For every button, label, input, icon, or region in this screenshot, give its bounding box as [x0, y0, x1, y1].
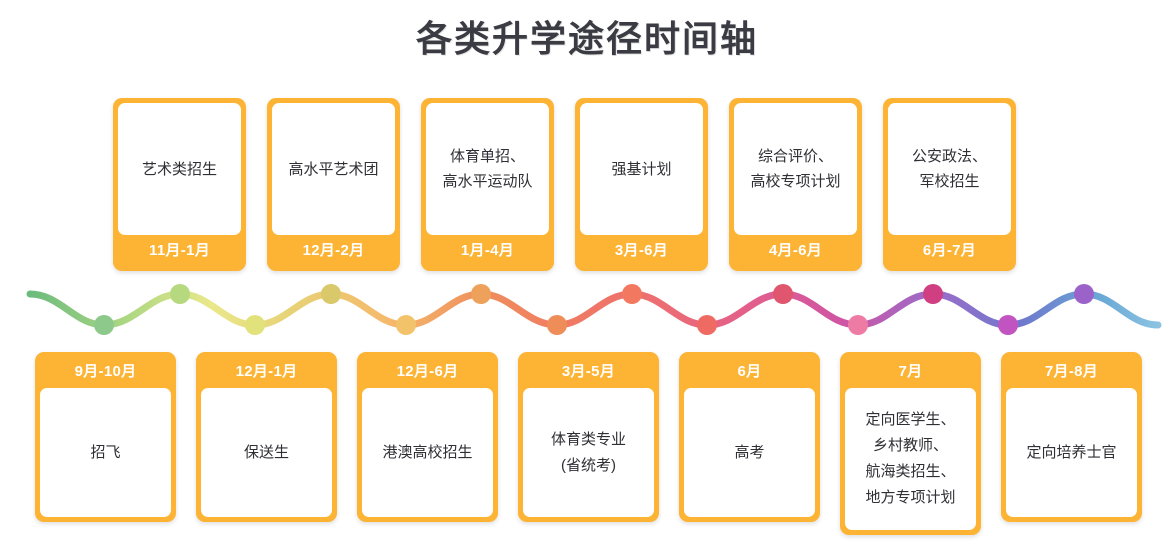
bottom-card-row: 9月-10月 招飞 12月-1月 保送生 12月-6月 港澳高校招生 3月-5月… [35, 352, 1142, 535]
card-body: 综合评价、 高校专项计划 [734, 103, 857, 235]
card-date: 12月-1月 [235, 363, 298, 380]
card-body: 港澳高校招生 [362, 388, 493, 517]
card-date: 6月-7月 [922, 242, 977, 259]
card-date: 3月-6月 [614, 242, 669, 259]
card-date: 9月-10月 [74, 363, 137, 380]
timeline-card[interactable]: 艺术类招生 11月-1月 [113, 98, 246, 271]
timeline-dot [471, 284, 491, 304]
wave-path [26, 290, 1162, 329]
card-body: 定向培养士官 [1006, 388, 1137, 517]
card-date: 12月-6月 [396, 363, 459, 380]
timeline-card[interactable]: 12月-6月 港澳高校招生 [357, 352, 498, 522]
card-date: 1月-4月 [460, 242, 515, 259]
card-label: 体育单招、 高水平运动队 [442, 148, 533, 190]
card-label: 艺术类招生 [141, 160, 217, 178]
timeline-dot [998, 315, 1018, 335]
card-date: 3月-5月 [561, 363, 616, 380]
card-label: 综合评价、 高校专项计划 [750, 148, 841, 190]
card-body: 保送生 [201, 388, 332, 517]
card-label: 港澳高校招生 [382, 443, 473, 461]
timeline-card[interactable]: 高水平艺术团 12月-2月 [267, 98, 400, 271]
card-body: 高水平艺术团 [272, 103, 395, 235]
card-body: 招飞 [40, 388, 171, 517]
timeline-dot [923, 284, 943, 304]
wave-svg [26, 284, 1162, 335]
card-body: 公安政法、 军校招生 [888, 103, 1011, 235]
page-title: 各类升学途径时间轴 [415, 18, 758, 59]
timeline-dot [396, 315, 416, 335]
timeline-card[interactable]: 公安政法、 军校招生 6月-7月 [883, 98, 1016, 271]
card-body: 定向医学生、 乡村教师、 航海类招生、 地方专项计划 [845, 388, 976, 530]
card-label: 定向医学生、 乡村教师、 航海类招生、 地方专项计划 [865, 411, 956, 506]
timeline-card[interactable]: 6月 高考 [679, 352, 820, 522]
timeline-dot [848, 315, 868, 335]
timeline-dot [622, 284, 642, 304]
card-body: 高考 [684, 388, 815, 517]
card-label: 保送生 [243, 443, 289, 461]
timeline-card[interactable]: 3月-5月 体育类专业 (省统考) [518, 352, 659, 522]
card-body: 强基计划 [580, 103, 703, 235]
timeline-dot [94, 315, 114, 335]
card-date: 7月-8月 [1044, 363, 1099, 380]
card-label: 强基计划 [611, 160, 672, 178]
card-body: 体育类专业 (省统考) [523, 388, 654, 517]
timeline-card[interactable]: 综合评价、 高校专项计划 4月-6月 [729, 98, 862, 271]
card-body: 体育单招、 高水平运动队 [426, 103, 549, 235]
card-date: 7月 [898, 363, 923, 380]
timeline-dot [321, 284, 341, 304]
timeline-dot [1074, 284, 1094, 304]
card-label: 高考 [734, 443, 765, 461]
timeline-dot [773, 284, 793, 304]
timeline-card[interactable]: 9月-10月 招飞 [35, 352, 176, 522]
card-label: 公安政法、 军校招生 [911, 148, 987, 190]
card-date: 12月-2月 [302, 242, 365, 259]
timeline-wave [0, 272, 1174, 348]
card-label: 定向培养士官 [1026, 443, 1117, 461]
card-date: 6月 [737, 363, 762, 380]
card-date: 4月-6月 [768, 242, 823, 259]
timeline-card[interactable]: 12月-1月 保送生 [196, 352, 337, 522]
timeline-dot [170, 284, 190, 304]
card-label: 高水平艺术团 [288, 160, 379, 178]
timeline-card[interactable]: 7月-8月 定向培养士官 [1001, 352, 1142, 522]
top-card-row: 艺术类招生 11月-1月 高水平艺术团 12月-2月 体育单招、 高水平运动队 … [113, 98, 1016, 271]
timeline-dot [245, 315, 265, 335]
timeline-card[interactable]: 体育单招、 高水平运动队 1月-4月 [421, 98, 554, 271]
card-label: 体育类专业 (省统考) [550, 430, 626, 474]
card-body: 艺术类招生 [118, 103, 241, 235]
card-label: 招飞 [90, 443, 121, 461]
timeline-dot [547, 315, 567, 335]
timeline-dot [697, 315, 717, 335]
timeline-card[interactable]: 强基计划 3月-6月 [575, 98, 708, 271]
card-date: 11月-1月 [149, 242, 210, 259]
timeline-card[interactable]: 7月 定向医学生、 乡村教师、 航海类招生、 地方专项计划 [840, 352, 981, 535]
